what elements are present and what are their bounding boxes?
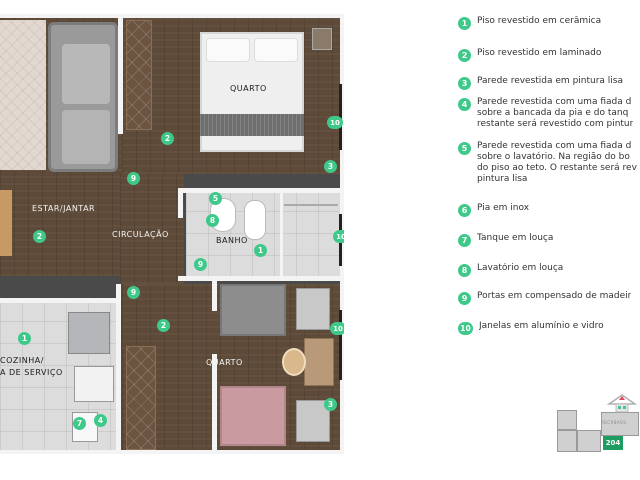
pillow xyxy=(254,38,298,62)
marker-1: 1 xyxy=(18,332,31,345)
legend-text: Piso revestido em cerâmica xyxy=(477,16,602,26)
legend-number: 1 xyxy=(458,17,471,30)
wall xyxy=(0,450,344,454)
legend-text: Parede revestida com uma fiada d sobre a… xyxy=(477,97,634,129)
wall xyxy=(0,298,120,303)
legend-text: Tanque em louça xyxy=(477,233,554,243)
wall xyxy=(178,188,183,218)
wall xyxy=(118,14,123,134)
unit-badge: 204 xyxy=(603,436,623,450)
key-plan-block xyxy=(557,430,577,452)
wardrobe xyxy=(126,20,152,130)
legend-number: 2 xyxy=(458,49,471,62)
legend-text: Janelas em alumínio e vidro xyxy=(479,321,604,331)
wall xyxy=(212,354,217,454)
legend-number: 10 xyxy=(458,322,473,335)
legend-item-2: 2 Piso revestido em laminado xyxy=(458,48,640,62)
legend-text: Parede revestida em pintura lisa xyxy=(477,76,623,86)
room-label-estar: ESTAR/JANTAR xyxy=(32,204,96,213)
legend-item-7: 7 Tanque em louça xyxy=(458,233,640,247)
wall xyxy=(178,188,344,193)
rug xyxy=(0,20,46,170)
key-plan-block xyxy=(601,412,639,436)
marker-10: 10 xyxy=(327,116,343,129)
marker-5: 5 xyxy=(209,192,222,205)
chair xyxy=(282,348,306,376)
legend-number: 7 xyxy=(458,234,471,247)
wall xyxy=(212,281,217,311)
legend-text: Portas em compensado de madeir xyxy=(477,291,632,301)
marker-2: 2 xyxy=(33,230,46,243)
toilet xyxy=(244,200,266,240)
legend-item-4: 4 Parede revestida com uma fiada d sobre… xyxy=(458,97,640,130)
wall xyxy=(280,193,283,276)
key-plan-block xyxy=(557,410,577,430)
sofa-cushion xyxy=(62,110,110,164)
stove xyxy=(74,366,114,402)
wall xyxy=(178,276,344,281)
marker-8: 8 xyxy=(206,214,219,227)
room-label-banho: BANHO xyxy=(216,236,248,245)
floor-circulation xyxy=(120,174,184,284)
marker-9: 9 xyxy=(194,258,207,271)
marker-4: 4 xyxy=(94,414,107,427)
fridge xyxy=(68,312,110,354)
wall xyxy=(0,14,344,18)
legend-item-9: 9 Portas em compensado de madeir xyxy=(458,291,640,305)
legend-text: Pia em inox xyxy=(477,203,530,213)
bed xyxy=(220,284,286,336)
marker-10: 10 xyxy=(333,230,344,243)
legend-number: 6 xyxy=(458,204,471,217)
desk xyxy=(304,338,334,386)
legend-number: 5 xyxy=(458,142,471,155)
legend-item-8: 8 Lavatório em louça xyxy=(458,263,640,277)
legend-text: Parede revestida com uma fiada d sobre o… xyxy=(477,141,637,184)
shower-glass xyxy=(284,204,338,206)
sofa-cushion xyxy=(62,44,110,104)
key-plan: RECR8ASS 204 xyxy=(555,392,640,458)
marker-3: 3 xyxy=(324,160,337,173)
legend-number: 9 xyxy=(458,292,471,305)
nightstand xyxy=(296,288,330,330)
legend-item-6: 6 Pia em inox xyxy=(458,203,640,217)
legend-number: 8 xyxy=(458,264,471,277)
marker-9: 9 xyxy=(127,286,140,299)
floor-plan: QUARTO ESTAR/JANTAR CIRCULAÇÃO BANHO COZ… xyxy=(0,14,344,454)
room-label-cozinha-2: A DE SERVIÇO xyxy=(0,368,63,377)
marker-7: 7 xyxy=(73,417,86,430)
logo-text: RECR8ASS xyxy=(601,420,627,425)
room-label-quarto-bottom: QUARTO xyxy=(206,358,243,367)
bed-runner xyxy=(200,114,304,136)
marker-9: 9 xyxy=(127,172,140,185)
house-logo-icon xyxy=(606,394,638,413)
room-label-cozinha-1: COZINHA/ xyxy=(0,356,44,365)
legend-number: 3 xyxy=(458,77,471,90)
marker-10: 10 xyxy=(330,322,344,335)
wall xyxy=(116,284,121,454)
room-label-quarto-top: QUARTO xyxy=(230,84,267,93)
legend-item-3: 3 Parede revestida em pintura lisa xyxy=(458,76,640,90)
key-plan-block xyxy=(577,430,601,452)
legend-item-1: 1 Piso revestido em cerâmica xyxy=(458,16,640,30)
room-label-circulacao: CIRCULAÇÃO xyxy=(112,230,169,239)
window xyxy=(339,310,342,380)
legend-text: Lavatório em louça xyxy=(477,263,564,273)
marker-3: 3 xyxy=(324,398,337,411)
marker-2: 2 xyxy=(157,319,170,332)
legend-item-5: 5 Parede revestida com uma fiada d sobre… xyxy=(458,141,640,185)
nightstand xyxy=(312,28,332,50)
legend-text: Piso revestido em laminado xyxy=(477,48,602,58)
pillow xyxy=(206,38,250,62)
legend-number: 4 xyxy=(458,98,471,111)
marker-2: 2 xyxy=(161,132,174,145)
dining-table xyxy=(0,190,12,256)
wardrobe xyxy=(126,346,156,450)
legend-item-10: 10 Janelas em alumínio e vidro xyxy=(458,321,640,335)
bed xyxy=(220,386,286,446)
marker-1: 1 xyxy=(254,244,267,257)
